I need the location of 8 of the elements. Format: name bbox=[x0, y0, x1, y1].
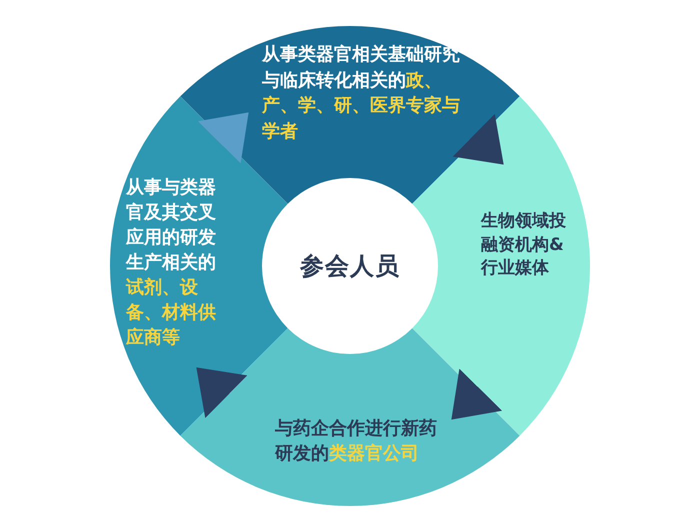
segment-label: 与药企合作进行新药研发的类器官公司 bbox=[275, 417, 438, 466]
arrow bbox=[452, 114, 504, 165]
arrow bbox=[451, 368, 502, 420]
center-label: 参会人员 bbox=[300, 251, 400, 282]
segment-label: 从事与类器官及其交叉应用的研发生产相关的试剂、设备、材料供应商等 bbox=[126, 176, 217, 350]
segment-label: 生物领域投融资机构&行业媒体 bbox=[481, 210, 567, 280]
arrow bbox=[198, 112, 249, 164]
arrow bbox=[196, 367, 248, 418]
